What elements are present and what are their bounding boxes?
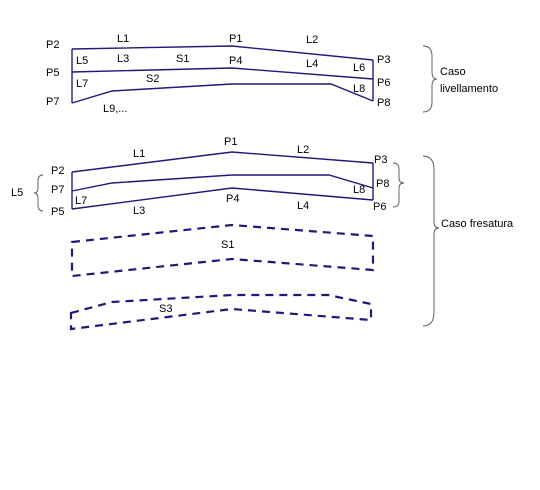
left-brace-l5 <box>33 174 44 212</box>
milled-layer-s1 <box>70 223 375 278</box>
leveling-brace <box>422 45 438 113</box>
label-l7: L7 <box>75 195 87 207</box>
leveling-case: P2 P5 P7 P1 P4 P3 P6 P8 L1 L2 L5 L3 S1 L… <box>46 33 498 115</box>
top-edge-p2-p1-p3 <box>71 45 374 61</box>
middle-edge-p5-p4-p6 <box>71 67 374 80</box>
inner-edge-p7-p8 <box>71 174 374 192</box>
label-l8: L8 <box>353 83 365 95</box>
milling-case: P2 P7 P5 P1 P4 P3 P8 P6 L1 L2 L7 L8 L3 L… <box>11 136 514 331</box>
label-p1: P1 <box>229 33 242 45</box>
label-p8: P8 <box>377 97 390 109</box>
label-p2: P2 <box>46 39 59 51</box>
label-p5: P5 <box>46 67 59 79</box>
label-l5: L5 <box>11 187 23 199</box>
label-l2: L2 <box>306 34 318 46</box>
right-brace-p3-p6 <box>392 162 405 208</box>
label-p2: P2 <box>51 165 64 177</box>
label-l5: L5 <box>76 55 88 67</box>
label-p3: P3 <box>377 54 390 66</box>
caption-milling: Caso fresatura <box>441 218 514 230</box>
label-s3: S3 <box>159 303 172 315</box>
label-l9: L9,... <box>103 103 127 115</box>
label-p7: P7 <box>46 96 59 108</box>
label-p1: P1 <box>224 136 237 148</box>
label-l7: L7 <box>76 78 88 90</box>
label-l3: L3 <box>133 205 145 217</box>
milled-layer-s3 <box>69 293 373 331</box>
label-l4: L4 <box>306 58 318 70</box>
label-p4: P4 <box>226 193 239 205</box>
label-l4: L4 <box>297 200 309 212</box>
label-l3: L3 <box>117 53 129 65</box>
label-p6: P6 <box>373 201 386 213</box>
milling-brace <box>422 155 440 327</box>
caption-leveling-line1: Caso <box>440 66 466 78</box>
label-l1: L1 <box>133 148 145 160</box>
label-p4: P4 <box>229 55 242 67</box>
label-s2: S2 <box>146 73 159 85</box>
lower-edge-p5-p4-p6 <box>71 187 374 210</box>
label-l8: L8 <box>353 184 365 196</box>
caption-leveling-line2: livellamento <box>440 83 498 95</box>
label-p5: P5 <box>51 206 64 218</box>
top-edge-p2-p1-p3 <box>71 151 374 173</box>
label-s1: S1 <box>176 53 189 65</box>
label-l1: L1 <box>117 33 129 45</box>
label-p6: P6 <box>377 77 390 89</box>
lower-edge-p7-p8 <box>71 83 374 104</box>
label-p3: P3 <box>374 154 387 166</box>
label-p8: P8 <box>376 178 389 190</box>
label-l6: L6 <box>353 62 365 74</box>
label-s1: S1 <box>221 239 234 251</box>
label-l2: L2 <box>297 144 309 156</box>
label-p7: P7 <box>51 184 64 196</box>
